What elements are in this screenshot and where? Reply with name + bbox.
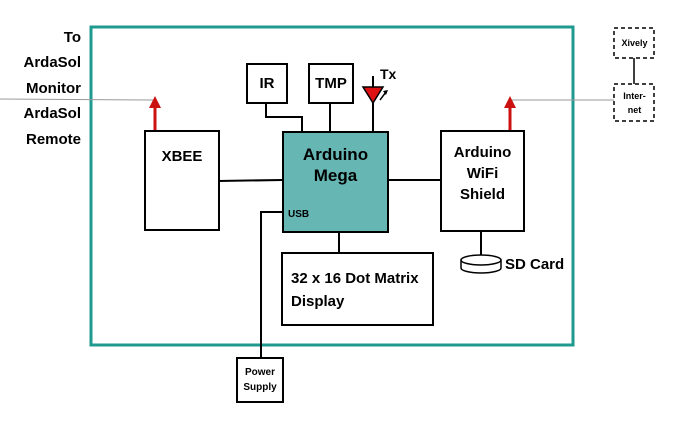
uplink-arrows [149,96,516,130]
ir-sensor-block: IR [246,63,288,104]
tmp-sensor-block: TMP [308,63,354,104]
left-label-remote: Remote [25,131,81,148]
wifi-label-line2: WiFi [466,165,499,182]
connections [217,103,482,357]
usb-label: USB [288,209,310,220]
xbee-mega-line [217,179,283,182]
mega-label-line1: Arduino [302,145,369,164]
left-label-monitor: Monitor [26,80,81,97]
tx-label: Tx [380,66,397,82]
left-label-to: To [63,29,81,46]
xively-label: Xively [621,38,648,48]
internet-label-wrap: Inter- net [614,84,655,122]
power-label-line1: Power [244,367,275,378]
internet-label-line1: Inter- [623,90,646,101]
sd-card-label: SD Card [505,256,565,273]
left-label-ardasol-2: ArdaSol [23,105,81,122]
wifi-label-line3: Shield [459,186,505,203]
wifi-shield-block: Arduino WiFi Shield [440,130,525,232]
usb-power-line [260,211,282,357]
sd-card-icon [460,254,502,274]
ir-label: IR [259,75,275,92]
internet-box [613,83,655,122]
left-ext-line [0,98,156,101]
xively-label-wrap: Xively [614,28,655,59]
xively-box [613,27,655,59]
wifi-label-line1: Arduino [453,144,512,161]
arduino-mega-block: Arduino Mega USB [282,131,389,233]
external-links [0,98,614,101]
tmp-label: TMP [315,75,347,92]
xbee-label: XBEE [161,148,203,165]
xbee-uplink-arrow [149,96,161,108]
wifi-uplink-arrow [504,96,516,108]
display-label-line2: Display [291,293,345,311]
mega-label-line2: Mega [313,166,358,186]
display-label-line1: 32 x 16 Dot Matrix [291,270,419,287]
power-supply-block: Power Supply [236,357,284,403]
tx-antenna-icon [361,76,388,105]
left-label-ardasol-1: ArdaSol [23,54,81,71]
internet-label-line2: net [627,105,642,115]
dot-matrix-display-block: 32 x 16 Dot Matrix Display [281,252,434,326]
xbee-block: XBEE [144,130,220,231]
power-label-line2: Supply [243,382,277,393]
system-frame [89,25,575,347]
ir-mega-line [265,104,303,132]
